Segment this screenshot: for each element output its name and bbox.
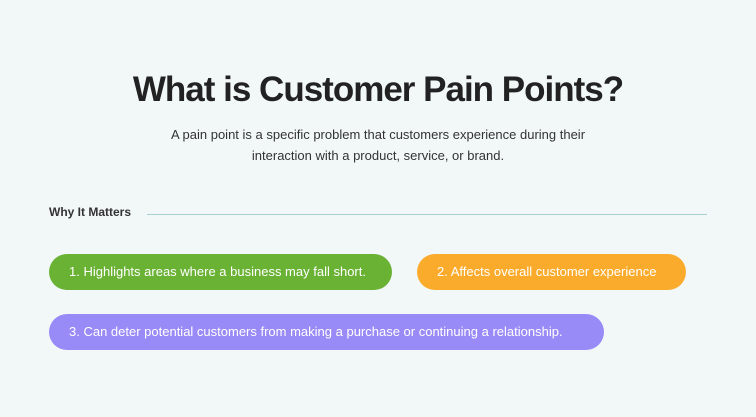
page-title: What is Customer Pain Points? bbox=[132, 70, 624, 109]
point-pill-2: 2. Affects overall customer experience bbox=[417, 254, 686, 290]
subtitle: A pain point is a specific problem that … bbox=[150, 124, 606, 166]
section-label: Why It Matters bbox=[49, 205, 132, 219]
subtitle-line: interaction with a product, service, or … bbox=[251, 148, 505, 163]
point-pill-3: 3. Can deter potential customers from ma… bbox=[49, 314, 604, 350]
point-pill-1: 1. Highlights areas where a business may… bbox=[49, 254, 392, 290]
subtitle-line: A pain point is a specific problem that … bbox=[170, 127, 586, 142]
divider bbox=[147, 214, 707, 215]
